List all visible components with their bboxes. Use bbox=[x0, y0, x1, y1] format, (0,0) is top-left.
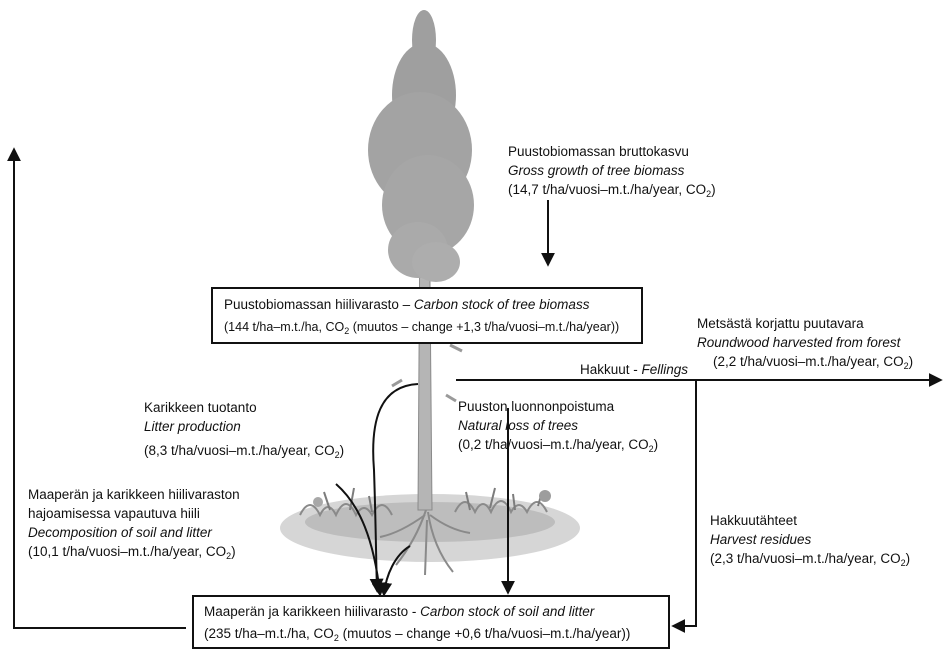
value-text: (144 t/ha–m.t./ha, CO bbox=[224, 320, 345, 334]
value-text: ) bbox=[905, 551, 911, 566]
decomposition-fi-line2: hajoamisessa vapautuva hiili bbox=[28, 506, 200, 521]
soil-title-en: Carbon stock of soil and litter bbox=[420, 604, 595, 619]
subscript: 2 bbox=[706, 189, 712, 199]
fellings-en: Fellings bbox=[641, 362, 689, 377]
harvest-residues-arrow bbox=[671, 380, 697, 633]
tree-biomass-stock-box: Puustobiomassan hiilivarasto – Carbon st… bbox=[211, 287, 643, 344]
separator: – bbox=[398, 297, 414, 312]
value-text: ) bbox=[339, 443, 345, 458]
subscript: 2 bbox=[333, 633, 339, 643]
harvested-wood-en: Roundwood harvested from forest bbox=[697, 335, 901, 350]
soil-title-fi: Maaperän ja karikkeen hiilivarasto bbox=[204, 604, 409, 619]
subscript: 2 bbox=[344, 326, 350, 336]
litter-production-arrow bbox=[369, 383, 419, 593]
gross-growth-value: (14,7 t/ha/vuosi–m.t./ha/year, CO2) bbox=[508, 180, 716, 199]
value-text: ) bbox=[231, 544, 236, 559]
gross-growth-fi: Puustobiomassan bruttokasvu bbox=[508, 144, 689, 159]
harvest-residues-fi: Hakkuutähteet bbox=[710, 513, 798, 528]
decomposition-value: (10,1 t/ha/vuosi–m.t./ha/year, CO2) bbox=[28, 542, 240, 561]
value-text: (2,3 t/ha/vuosi–m.t./ha/year, CO bbox=[710, 551, 901, 566]
fellings-label: Hakkuut - Fellings bbox=[580, 360, 688, 379]
natural-loss-fi: Puuston luonnonpoistuma bbox=[458, 399, 615, 414]
value-text: (235 t/ha–m.t./ha, CO bbox=[204, 626, 334, 641]
natural-loss-label: Puuston luonnonpoistuma Natural loss of … bbox=[458, 397, 658, 454]
value-text: (muutos – change +0,6 t/ha/vuosi–m.t./ha… bbox=[338, 626, 631, 641]
root-litter-arrow bbox=[378, 545, 411, 597]
decomposition-fi-line1: Maaperän ja karikkeen hiilivaraston bbox=[28, 487, 240, 502]
harvested-wood-fi: Metsästä korjattu puutavara bbox=[697, 316, 864, 331]
separator: - bbox=[408, 604, 421, 619]
subscript: 2 bbox=[903, 361, 909, 371]
harvest-residues-en: Harvest residues bbox=[710, 532, 812, 547]
harvested-wood-value: (2,2 t/ha/vuosi–m.t./ha/year, CO2) bbox=[697, 352, 913, 371]
value-text: (muutos – change +1,3 t/ha/vuosi–m.t./ha… bbox=[349, 320, 620, 334]
value-text: ) bbox=[653, 437, 659, 452]
tree-crown bbox=[368, 10, 474, 403]
harvested-wood-label: Metsästä korjattu puutavara Roundwood ha… bbox=[697, 314, 913, 371]
decomposition-label: Maaperän ja karikkeen hiilivaraston hajo… bbox=[28, 485, 240, 561]
harvest-residues-label: Hakkuutähteet Harvest residues (2,3 t/ha… bbox=[710, 511, 910, 568]
litter-production-en: Litter production bbox=[144, 419, 241, 434]
value-text: (8,3 t/ha/vuosi–m.t./ha/year, CO bbox=[144, 443, 335, 458]
value-text: ) bbox=[908, 354, 914, 369]
tree-biomass-title-fi: Puustobiomassan hiilivarasto bbox=[224, 297, 399, 312]
soil-litter-stock-box: Maaperän ja karikkeen hiilivarasto - Car… bbox=[192, 595, 670, 649]
tree-roots bbox=[379, 509, 471, 576]
value-text: (10,1 t/ha/vuosi–m.t./ha/year, CO bbox=[28, 544, 227, 559]
decomposition-arrow bbox=[335, 483, 386, 597]
separator: - bbox=[629, 362, 642, 377]
litter-production-value: (8,3 t/ha/vuosi–m.t./ha/year, CO2) bbox=[144, 441, 344, 460]
value-text: ) bbox=[711, 182, 716, 197]
litter-production-label: Karikkeen tuotanto Litter production (8,… bbox=[144, 398, 344, 460]
fellings-fi: Hakkuut bbox=[580, 362, 630, 377]
soil-stock-title: Maaperän ja karikkeen hiilivarasto - Car… bbox=[204, 602, 594, 621]
tree-biomass-title-en: Carbon stock of tree biomass bbox=[413, 297, 590, 312]
atmosphere-return-arrow bbox=[6, 147, 186, 629]
decomposition-en: Decomposition of soil and litter bbox=[28, 525, 212, 540]
tree-biomass-stock-title: Puustobiomassan hiilivarasto – Carbon st… bbox=[224, 295, 589, 314]
natural-loss-value: (0,2 t/ha/vuosi–m.t./ha/year, CO2) bbox=[458, 435, 658, 454]
subscript: 2 bbox=[648, 444, 654, 454]
value-text: (14,7 t/ha/vuosi–m.t./ha/year, CO bbox=[508, 182, 707, 197]
gross-growth-en: Gross growth of tree biomass bbox=[508, 163, 685, 178]
value-text: (2,2 t/ha/vuosi–m.t./ha/year, CO bbox=[713, 354, 904, 369]
natural-loss-en: Natural loss of trees bbox=[458, 418, 579, 433]
harvest-residues-value: (2,3 t/ha/vuosi–m.t./ha/year, CO2) bbox=[710, 549, 910, 568]
value-text: (0,2 t/ha/vuosi–m.t./ha/year, CO bbox=[458, 437, 649, 452]
subscript: 2 bbox=[226, 551, 232, 561]
gross-growth-label: Puustobiomassan bruttokasvu Gross growth… bbox=[508, 142, 716, 199]
subscript: 2 bbox=[900, 558, 906, 568]
litter-production-fi: Karikkeen tuotanto bbox=[144, 400, 257, 415]
soil-stock-value: (235 t/ha–m.t./ha, CO2 (muutos – change … bbox=[204, 624, 630, 643]
subscript: 2 bbox=[334, 450, 340, 460]
tree-biomass-stock-value: (144 t/ha–m.t./ha, CO2 (muutos – change … bbox=[224, 318, 619, 337]
